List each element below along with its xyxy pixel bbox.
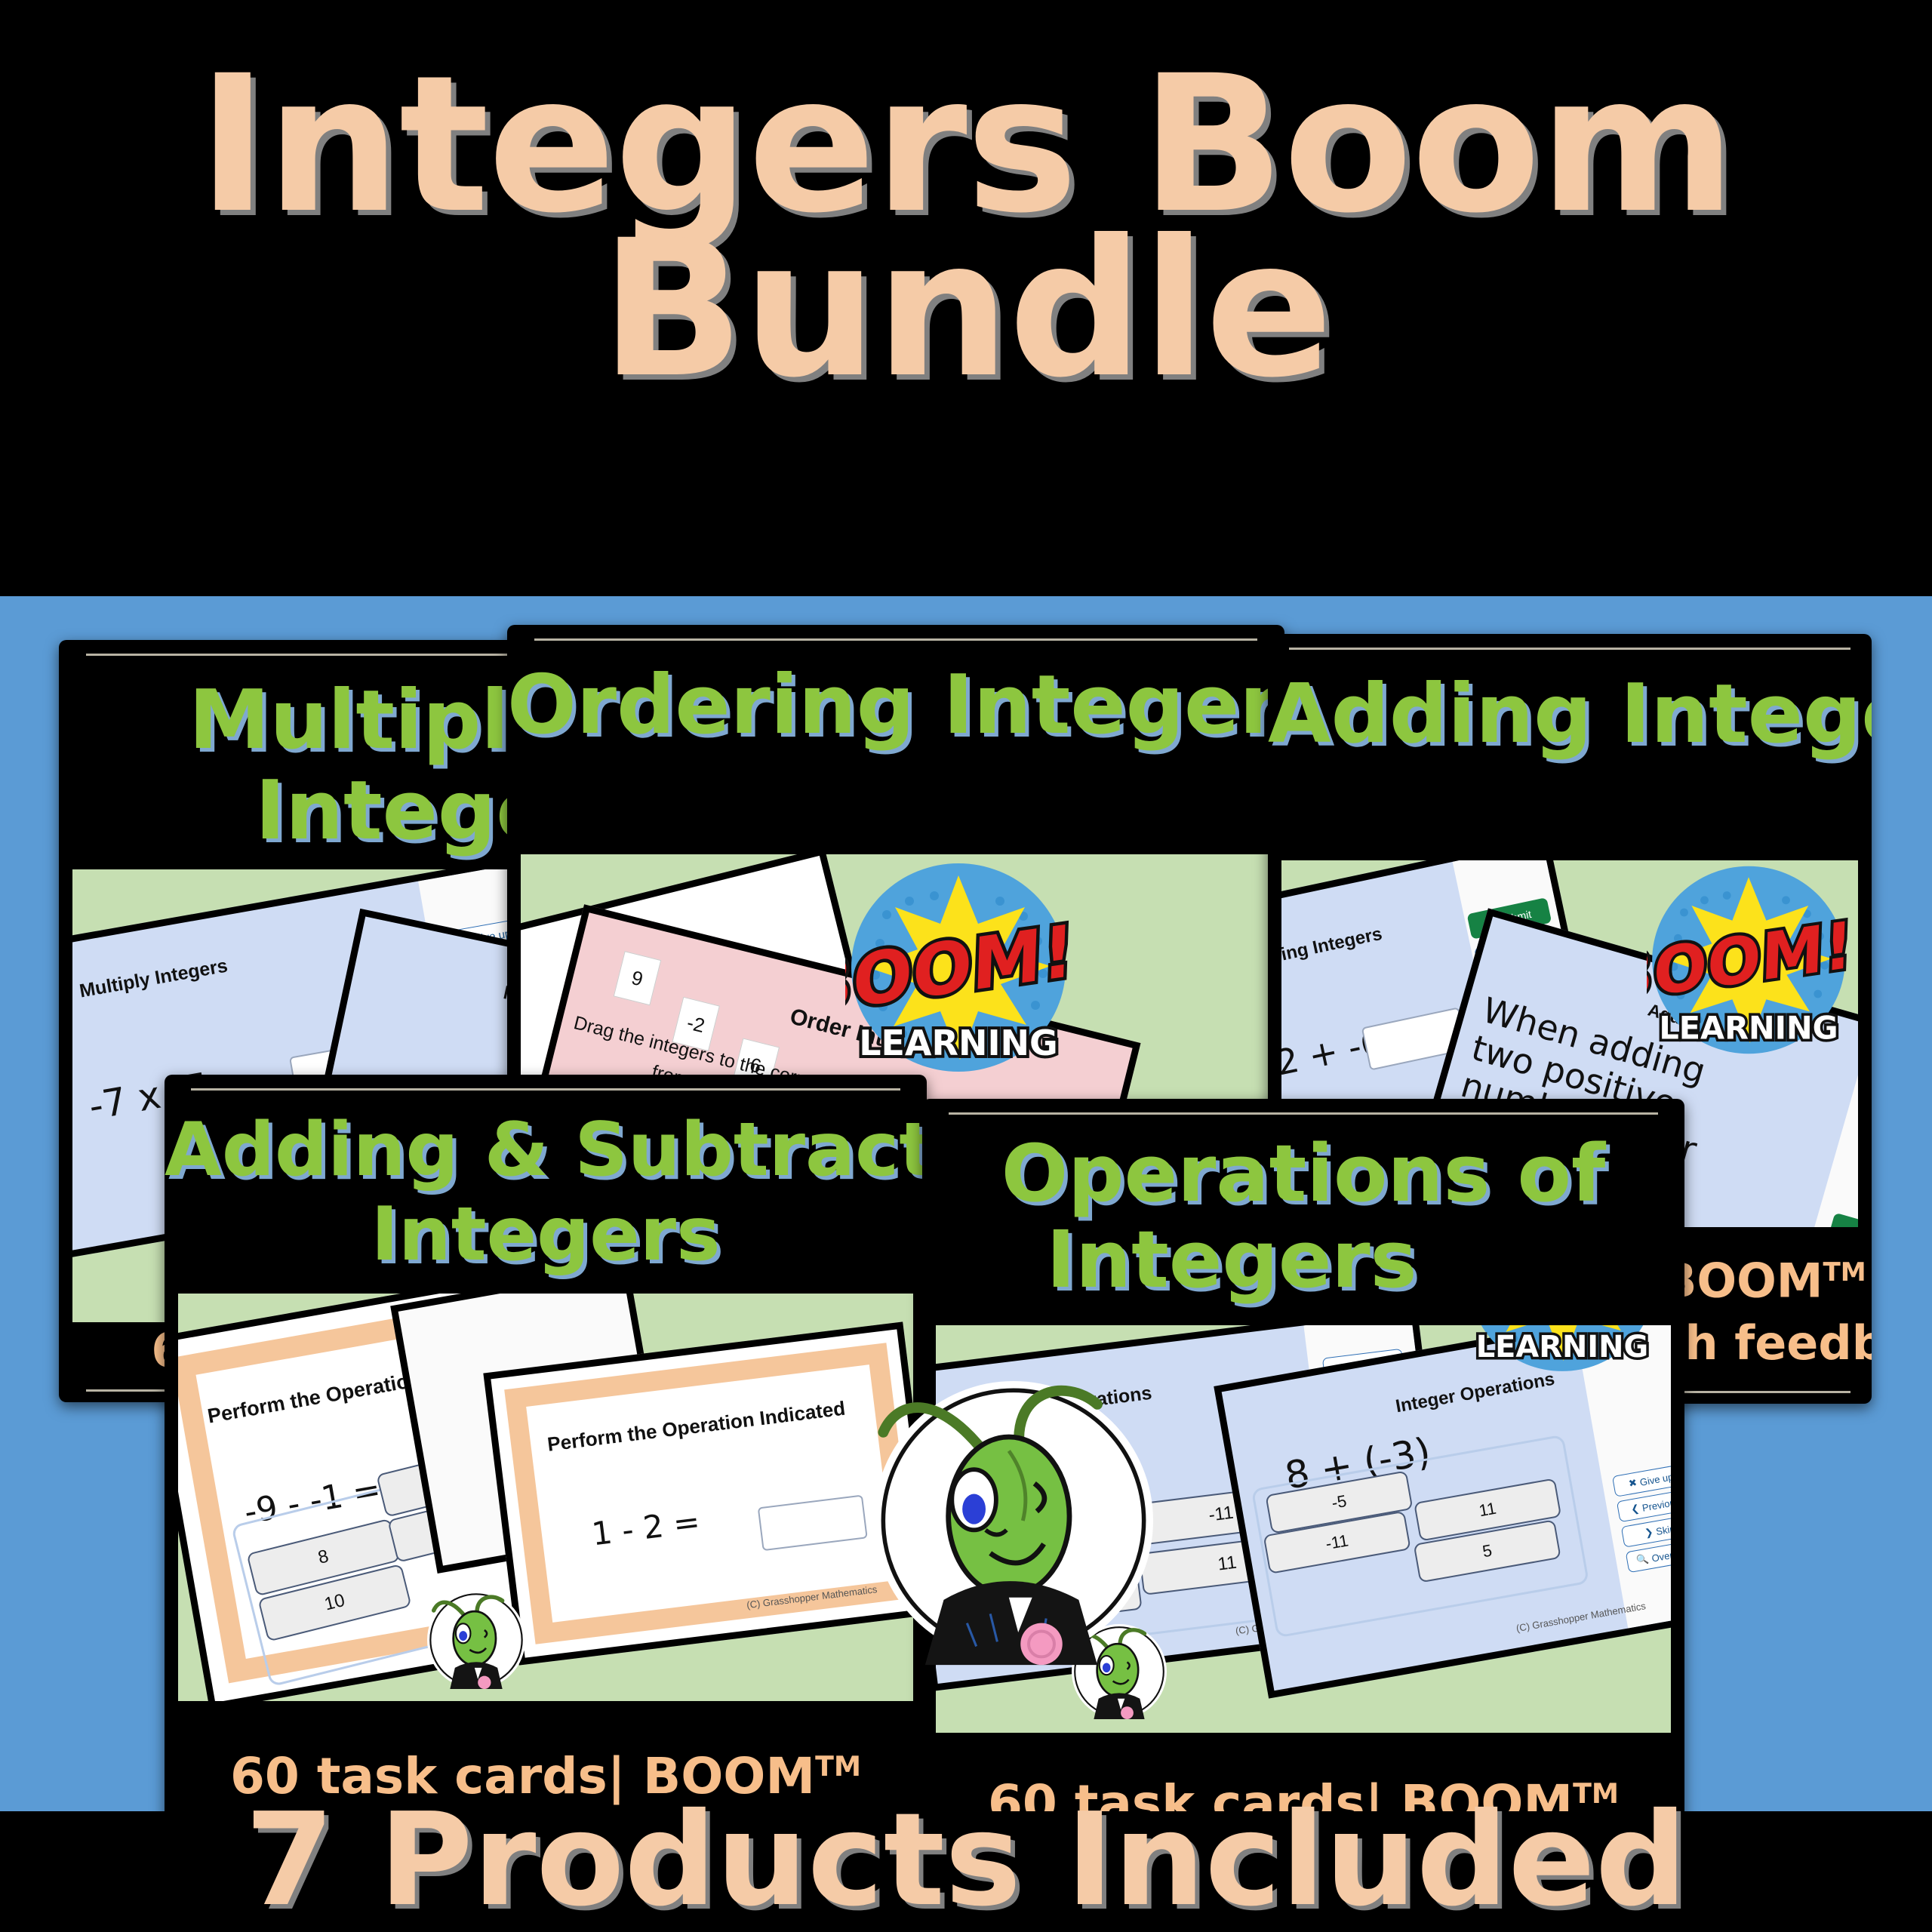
check-icon: ✔ bbox=[1848, 1223, 1858, 1227]
trademark-mark: TM bbox=[1823, 1257, 1866, 1288]
card-frame bbox=[504, 1343, 913, 1644]
page-title-line1: Integers Boom bbox=[197, 35, 1736, 254]
skip-label: Skip bbox=[1655, 1522, 1671, 1537]
divider-line bbox=[1289, 648, 1850, 650]
divider-line bbox=[191, 1088, 900, 1091]
give-up-label: Give up bbox=[1638, 1470, 1671, 1488]
preview-area: Perform the Operation Indicated -9 - -1 … bbox=[178, 1294, 913, 1701]
search-icon: 🔍 bbox=[1635, 1552, 1650, 1567]
page-footer: 7 Products Included bbox=[245, 1786, 1687, 1932]
card-header: Multiply Integers bbox=[78, 955, 229, 1002]
boom-learning-logo: BOOM! LEARNING bbox=[845, 862, 1072, 1088]
product-title-line1: Adding Integers bbox=[1268, 667, 1872, 761]
close-icon: ✖ bbox=[1627, 1476, 1638, 1490]
product-title-line2: Integers bbox=[371, 1192, 721, 1278]
boom-learning-logo: BOOM! LEARNING bbox=[1647, 865, 1850, 1069]
boom-learning-logo: BOOM! LEARNING bbox=[1464, 1325, 1660, 1386]
product-title-line1: Operations of bbox=[1001, 1128, 1606, 1220]
page-title-line2: Bundle bbox=[600, 199, 1334, 419]
chevron-right-icon: ❯ bbox=[1644, 1525, 1654, 1539]
svg-text:LEARNING: LEARNING bbox=[859, 1023, 1058, 1063]
product-thumb-add-subtract[interactable]: Adding & Subtracting Integers Perform th… bbox=[165, 1075, 927, 1834]
chevron-left-icon: ❮ bbox=[1629, 1502, 1641, 1515]
product-title-line1: Adding & Subtracting bbox=[165, 1107, 927, 1193]
svg-text:LEARNING: LEARNING bbox=[1659, 1010, 1838, 1046]
trademark-mark: TM bbox=[1573, 1777, 1619, 1810]
grasshopper-mascot-large bbox=[874, 1381, 1153, 1666]
product-title-line1: Ordering Integers bbox=[507, 658, 1284, 752]
divider-line bbox=[534, 638, 1257, 641]
bottom-banner bbox=[0, 1811, 1932, 1932]
card-header: Adding Integers bbox=[1281, 923, 1384, 973]
divider-line bbox=[949, 1112, 1658, 1115]
overview-label: Overview bbox=[1651, 1545, 1671, 1564]
svg-text:LEARNING: LEARNING bbox=[1476, 1330, 1648, 1364]
previous-label: Previous bbox=[1641, 1495, 1671, 1514]
grasshopper-mascot bbox=[427, 1591, 525, 1689]
product-footer-text: 60 task cards| BOOM bbox=[230, 1747, 816, 1805]
product-title-line2: Integers bbox=[1046, 1214, 1417, 1306]
integer-tile[interactable]: 9 bbox=[613, 951, 662, 1006]
task-card: Perform the Operation Indicated 1 - 2 = … bbox=[483, 1321, 913, 1666]
title-block: Integers Boom Bundle bbox=[0, 0, 1932, 596]
product-footer: 60 task cards| BOOMTM bbox=[165, 1740, 927, 1804]
trademark-mark: TM bbox=[815, 1750, 861, 1783]
divider-line bbox=[86, 654, 809, 656]
